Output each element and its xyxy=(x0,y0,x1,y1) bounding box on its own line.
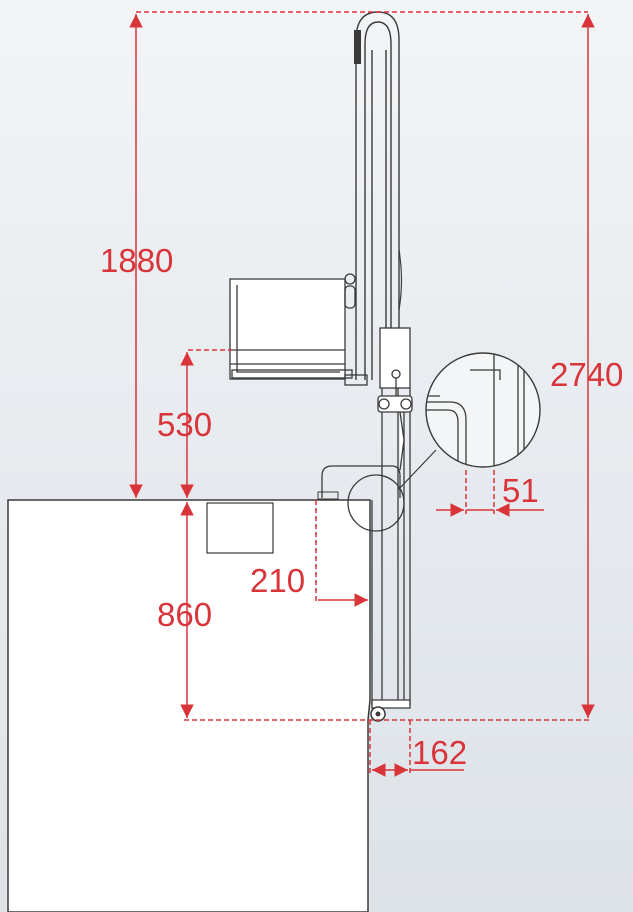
dimension-lines xyxy=(129,11,595,777)
dim-label-162: 162 xyxy=(412,734,467,771)
dim-label-1880: 1880 xyxy=(100,242,173,279)
valve-assembly xyxy=(377,369,413,471)
faucet-column xyxy=(355,11,403,380)
dim-label-51: 51 xyxy=(502,472,539,509)
counter-block xyxy=(7,499,371,912)
dim-label-2740: 2740 xyxy=(550,356,623,393)
under-counter-drawer xyxy=(206,502,274,554)
detail-magnifier xyxy=(425,352,541,468)
support-column xyxy=(371,327,411,709)
dim-label-860: 860 xyxy=(157,596,212,633)
zoom-source-circle xyxy=(347,474,405,532)
sink-edge xyxy=(321,465,401,498)
column-handle xyxy=(354,30,361,64)
dim-label-530: 530 xyxy=(157,406,212,443)
dim-label-210: 210 xyxy=(250,562,305,599)
drain-fitting xyxy=(317,491,339,500)
wall-basket xyxy=(229,273,368,386)
